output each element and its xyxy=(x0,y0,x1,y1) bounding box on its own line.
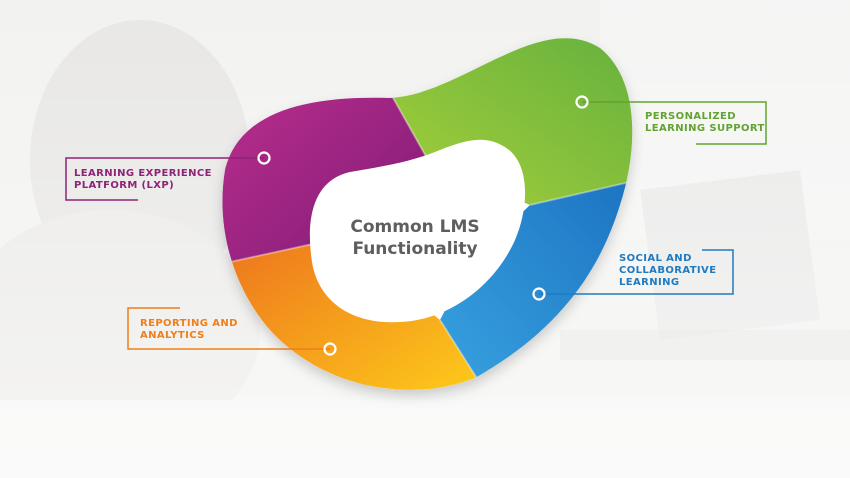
connector-lxp xyxy=(65,157,264,201)
label-personalized-line2: LEARNING SUPPORT xyxy=(645,123,765,134)
marker-social[interactable] xyxy=(532,287,546,301)
center-title-line1: Common LMS xyxy=(350,217,480,237)
marker-reporting[interactable] xyxy=(323,342,337,356)
label-social-line3: LEARNING xyxy=(619,277,680,288)
label-lxp-line2: PLATFORM (LXP) xyxy=(74,180,175,191)
label-personalized-line1: PERSONALIZED xyxy=(645,111,736,122)
label-reporting-line2: ANALYTICS xyxy=(140,330,205,341)
label-social: SOCIAL AND COLLABORATIVE LEARNING xyxy=(619,253,729,289)
center-title: Common LMS Functionality xyxy=(330,216,500,260)
label-social-line2: COLLABORATIVE xyxy=(619,265,717,276)
center-title-line2: Functionality xyxy=(352,239,478,259)
label-reporting: REPORTING AND ANALYTICS xyxy=(140,318,270,342)
label-personalized: PERSONALIZED LEARNING SUPPORT xyxy=(645,111,775,135)
marker-lxp[interactable] xyxy=(257,151,271,165)
connector-reporting xyxy=(127,307,330,350)
center-blob xyxy=(309,139,526,323)
label-lxp: LEARNING EXPERIENCE PLATFORM (LXP) xyxy=(74,168,224,192)
label-social-line1: SOCIAL AND xyxy=(619,253,692,264)
label-lxp-line1: LEARNING EXPERIENCE xyxy=(74,168,212,179)
connector-personalized xyxy=(582,101,767,145)
marker-personalized[interactable] xyxy=(575,95,589,109)
label-reporting-line1: REPORTING AND xyxy=(140,318,238,329)
connector-social xyxy=(539,249,734,295)
